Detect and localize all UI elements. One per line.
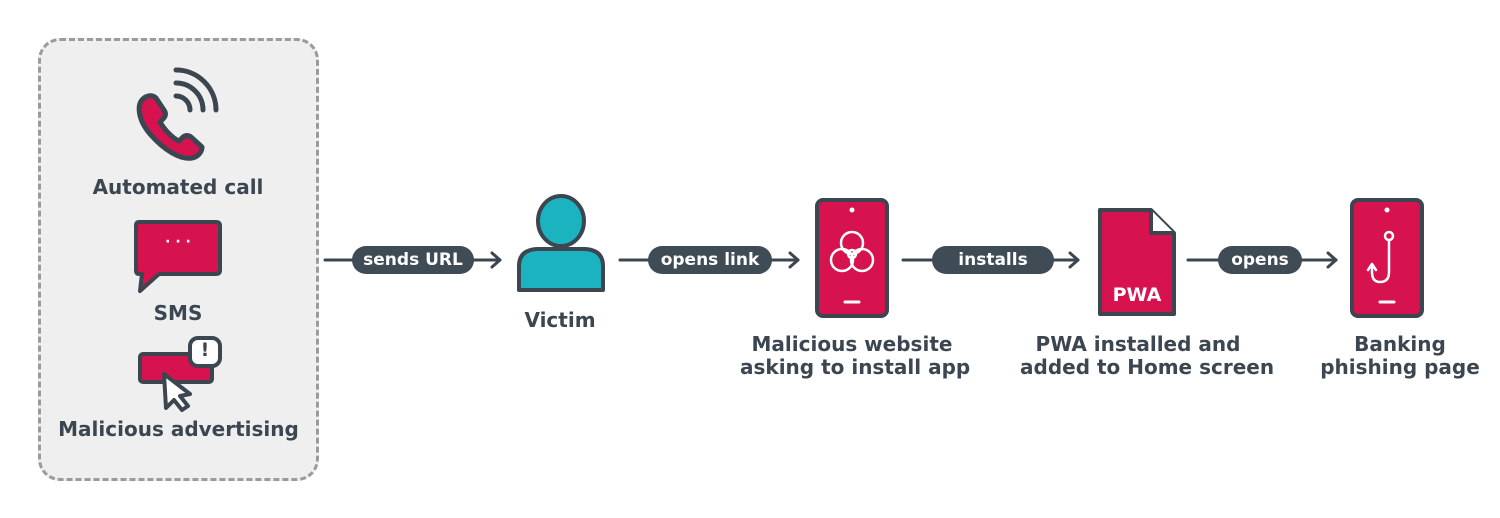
edge-sends-url: sends URL (352, 246, 474, 274)
fishhook-phone-icon (1350, 198, 1424, 318)
sms-bubble-icon (134, 220, 222, 293)
victim-label: Victim (524, 308, 596, 332)
phishing-label-line1: Banking (1354, 332, 1446, 356)
pwa-label-line1: PWA installed and (1035, 332, 1241, 356)
phishing-label-line2: phishing page (1320, 355, 1480, 379)
phone-ringing-icon (136, 67, 219, 161)
malicious-advertising-label: Malicious advertising (58, 417, 299, 441)
website-label-line1: Malicious website (751, 332, 953, 356)
edge-installs: installs (932, 246, 1054, 274)
ad-click-icon (138, 336, 222, 412)
pwa-file-text: PWA (1112, 284, 1162, 306)
pwa-file-icon (1098, 208, 1176, 316)
automated-call-label: Automated call (92, 175, 264, 199)
edge-opens-link: opens link (648, 246, 772, 274)
biohazard-phone-icon (815, 198, 889, 318)
website-label-line2: asking to install app (740, 355, 971, 379)
alert-icon: ! (200, 339, 210, 361)
person-icon (517, 194, 605, 292)
edge-opens: opens (1218, 246, 1302, 274)
pwa-label-line2: added to Home screen (1020, 355, 1275, 379)
sms-dots: · · · (165, 234, 191, 250)
sms-label: SMS (153, 301, 203, 325)
